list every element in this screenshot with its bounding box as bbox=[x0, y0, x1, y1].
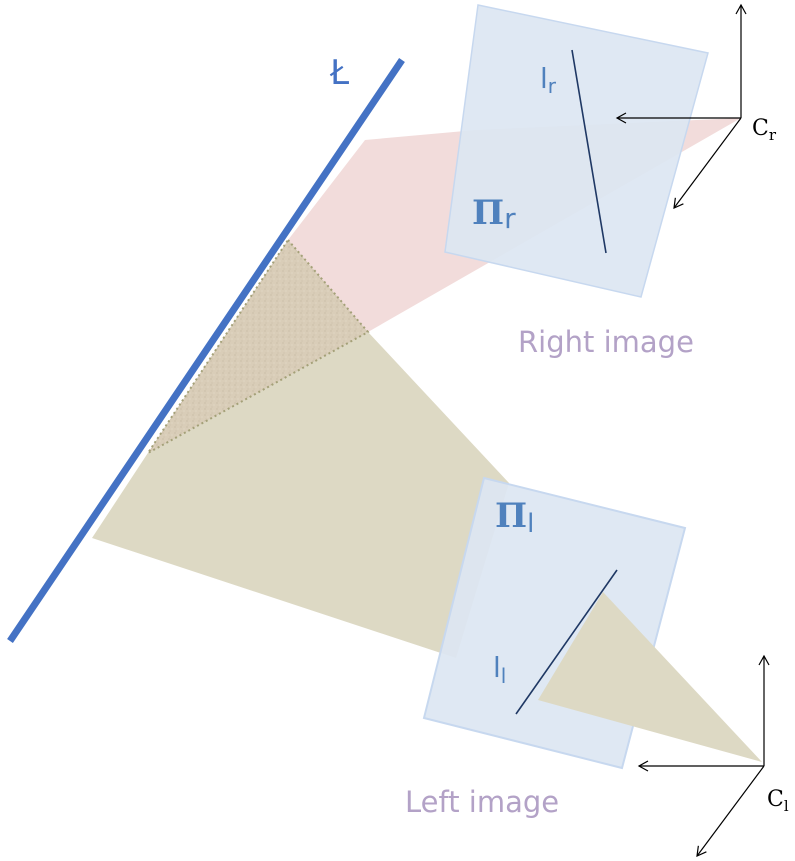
overlap-region bbox=[147, 238, 370, 454]
left-image-caption: Left image bbox=[405, 785, 559, 819]
left-line-label: ll bbox=[493, 651, 506, 688]
right-camera-axes bbox=[615, 3, 747, 209]
right-line-label: lr bbox=[540, 62, 557, 98]
left-plane-label: Πl bbox=[495, 496, 534, 539]
right-image-caption: Right image bbox=[518, 325, 694, 359]
line-3d-label: Ł bbox=[329, 53, 349, 93]
right-image-line bbox=[571, 49, 607, 254]
left-view-cone bbox=[92, 240, 509, 658]
line-3d bbox=[7, 58, 405, 643]
left-camera-label: Cl bbox=[767, 787, 789, 815]
left-camera-axes bbox=[637, 654, 770, 857]
right-camera-label: Cr bbox=[752, 116, 777, 144]
left-projection-cone bbox=[538, 592, 762, 762]
right-plane-label: Πr bbox=[472, 193, 516, 235]
left-image-line bbox=[515, 569, 618, 715]
right-image-plane bbox=[444, 4, 709, 298]
